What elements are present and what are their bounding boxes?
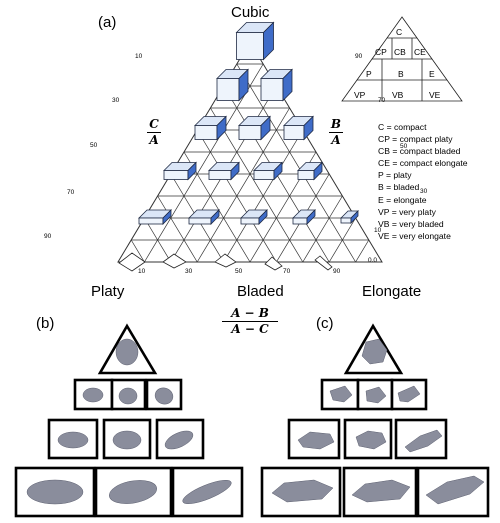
panel-label-a: (a) [98,14,117,31]
legend-item: VB = very bladed [378,218,444,229]
frame-b-r3-2 [102,418,152,460]
tick-bottom-90: 90 [333,268,341,275]
class-ce: CE [414,47,426,57]
class-ve: VE [429,90,441,100]
shape-box-10 [297,161,323,181]
shape-box-14 [292,209,316,225]
class-e: E [429,69,435,79]
vertex-label-elongate: Elongate [362,283,422,300]
panel-c-particles [271,338,485,505]
legend-item: C = compact [378,122,427,132]
tick-right-5: 0.0 [368,257,377,264]
tick-right-4: 10 [374,227,382,234]
particle-b-10 [182,480,232,504]
panel-b-pyramid [14,323,244,518]
particle-b-9 [109,480,157,504]
vertex-label-cubic: Cubic [231,4,270,21]
particle-c-7 [404,429,443,453]
particle-c-10 [425,475,485,505]
shape-box-8 [208,161,240,181]
tick-bottom-10: 10 [138,268,146,275]
ternary-grid [117,41,383,263]
vertex-label-platy: Platy [91,283,125,300]
tick-bottom-30: 30 [185,268,193,275]
particle-b-1 [115,338,139,366]
particle-b-5 [57,431,89,449]
particle-b-7 [164,430,194,450]
particle-b-3 [118,387,138,405]
panel-label-c: (c) [316,315,334,332]
particle-b-2 [82,387,104,403]
panel-b-particles [26,338,232,505]
classification-triangle [341,16,463,102]
vertex-label-bladed: Bladed [237,283,284,300]
particle-b-6 [112,430,142,450]
class-b: B [398,69,404,79]
flat-shape-3 [214,253,237,268]
particle-c-9 [351,479,411,503]
shape-box-15 [340,210,359,224]
tick-left-50: 50 [90,142,98,149]
particle-c-3 [365,386,387,404]
class-p: P [366,69,372,79]
shape-box-11 [138,209,172,225]
particle-b-8 [26,479,84,505]
particle-c-5 [297,431,335,450]
platy-shape [118,252,146,272]
class-cp: CP [375,47,387,57]
tick-bottom-50: 50 [235,268,243,275]
shape-box-13 [240,209,268,225]
particle-c-1 [361,338,388,365]
elongate-shape [314,255,333,271]
legend-item: CB = compact bladed [378,146,461,157]
tick-left-10: 10 [135,53,143,60]
legend-item: VE = very elongate [378,230,451,241]
shape-box-6 [283,115,314,141]
shape-box-12 [188,209,220,225]
shape-boxes [138,21,359,225]
bladed-shape [264,256,283,271]
particle-c-2 [329,385,353,403]
panel-c-pyramid [260,323,490,518]
tick-right-2: 50 [400,143,408,150]
particle-b-4 [154,387,174,405]
legend-item: B = bladed [378,182,420,193]
legend-item: VP = very platy [378,206,436,217]
particle-c-4 [397,385,421,403]
tick-left-30: 30 [112,97,120,104]
legend-item: P = platy [378,170,412,181]
legend-item: CP = compact platy [378,134,453,145]
shape-box-9 [253,161,283,181]
panel-label-b: (b) [36,315,55,332]
particle-c-8 [271,479,334,503]
tick-right-0: 90 [355,53,363,60]
legend-item: E = elongate [378,194,427,205]
class-cb: CB [394,47,406,57]
shape-box-7 [163,161,197,181]
flat-shapes [118,252,333,272]
shape-box-3 [260,68,293,102]
particle-c-6 [355,430,387,450]
shape-box-4 [194,115,227,141]
class-vb: VB [392,90,404,100]
tick-right-3: 30 [420,188,428,195]
tick-left-70: 70 [67,189,75,196]
tick-left-90: 90 [44,233,52,240]
flat-shape-2 [162,253,187,269]
shape-box-5 [238,115,271,141]
shape-box-1 [235,21,275,61]
class-c: C [396,27,403,37]
shape-box-2 [216,68,249,102]
class-vp: VP [354,90,366,100]
tick-bottom-70: 70 [283,268,291,275]
legend-item: CE = compact elongate [378,158,468,169]
